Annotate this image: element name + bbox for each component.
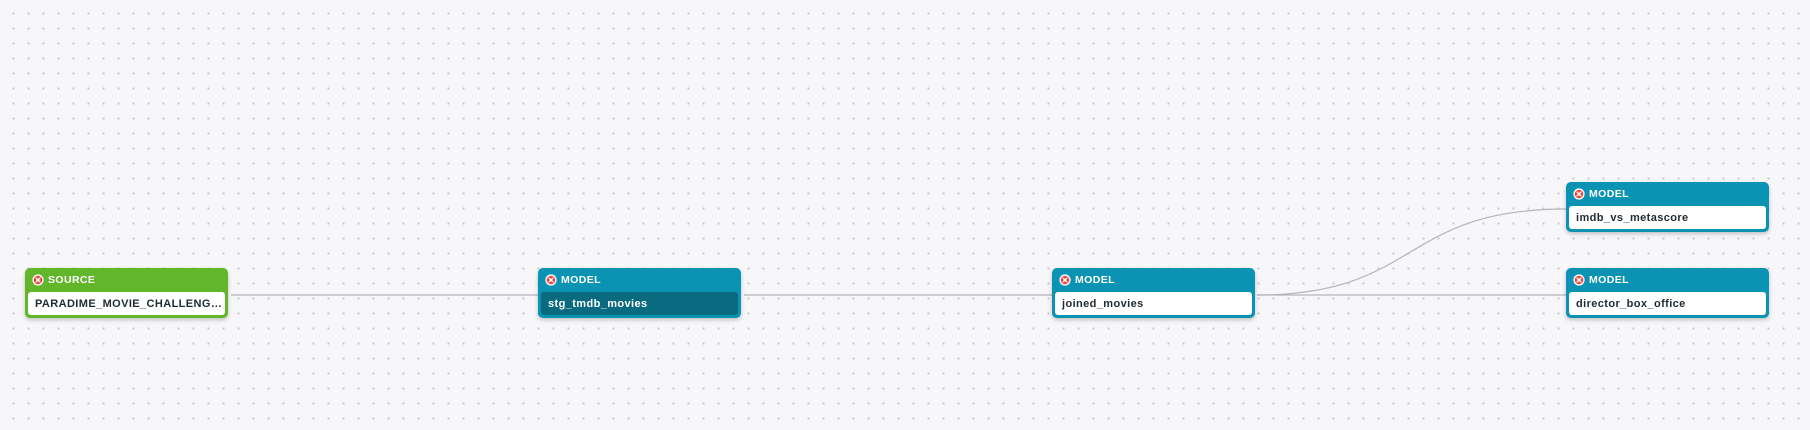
source-node-paradime-movie-challenge[interactable]: SOURCE PARADIME_MOVIE_CHALLENGE… — [25, 268, 228, 318]
node-name: director_box_office — [1576, 297, 1686, 310]
model-node-joined-movies[interactable]: MODEL joined_movies — [1052, 268, 1255, 318]
node-body: imdb_vs_metascore — [1569, 206, 1766, 229]
node-name: stg_tmdb_movies — [548, 297, 648, 310]
error-x-icon — [545, 274, 557, 286]
edge-joined-movies-to-imdb-vs-metascore — [1256, 208, 1567, 296]
model-node-stg-tmdb-movies[interactable]: MODEL stg_tmdb_movies — [538, 268, 741, 318]
node-type-label: MODEL — [1589, 188, 1629, 200]
node-type-label: MODEL — [561, 274, 601, 286]
node-type-label: SOURCE — [48, 274, 96, 286]
node-body: stg_tmdb_movies — [541, 292, 738, 315]
node-header: MODEL — [1055, 268, 1252, 292]
node-body: joined_movies — [1055, 292, 1252, 315]
error-x-icon — [32, 274, 44, 286]
node-name: PARADIME_MOVIE_CHALLENGE… — [35, 297, 223, 310]
error-x-icon — [1059, 274, 1071, 286]
node-type-label: MODEL — [1075, 274, 1115, 286]
node-body: PARADIME_MOVIE_CHALLENGE… — [28, 292, 225, 315]
error-x-icon — [1573, 274, 1585, 286]
model-node-director-box-office[interactable]: MODEL director_box_office — [1566, 268, 1769, 318]
model-node-imdb-vs-metascore[interactable]: MODEL imdb_vs_metascore — [1566, 182, 1769, 232]
error-x-icon — [1573, 188, 1585, 200]
node-header: MODEL — [1569, 268, 1766, 292]
node-name: joined_movies — [1062, 297, 1144, 310]
node-name: imdb_vs_metascore — [1576, 211, 1689, 224]
node-body: director_box_office — [1569, 292, 1766, 315]
node-header: SOURCE — [28, 268, 225, 292]
node-header: MODEL — [541, 268, 738, 292]
node-type-label: MODEL — [1589, 274, 1629, 286]
node-header: MODEL — [1569, 182, 1766, 206]
